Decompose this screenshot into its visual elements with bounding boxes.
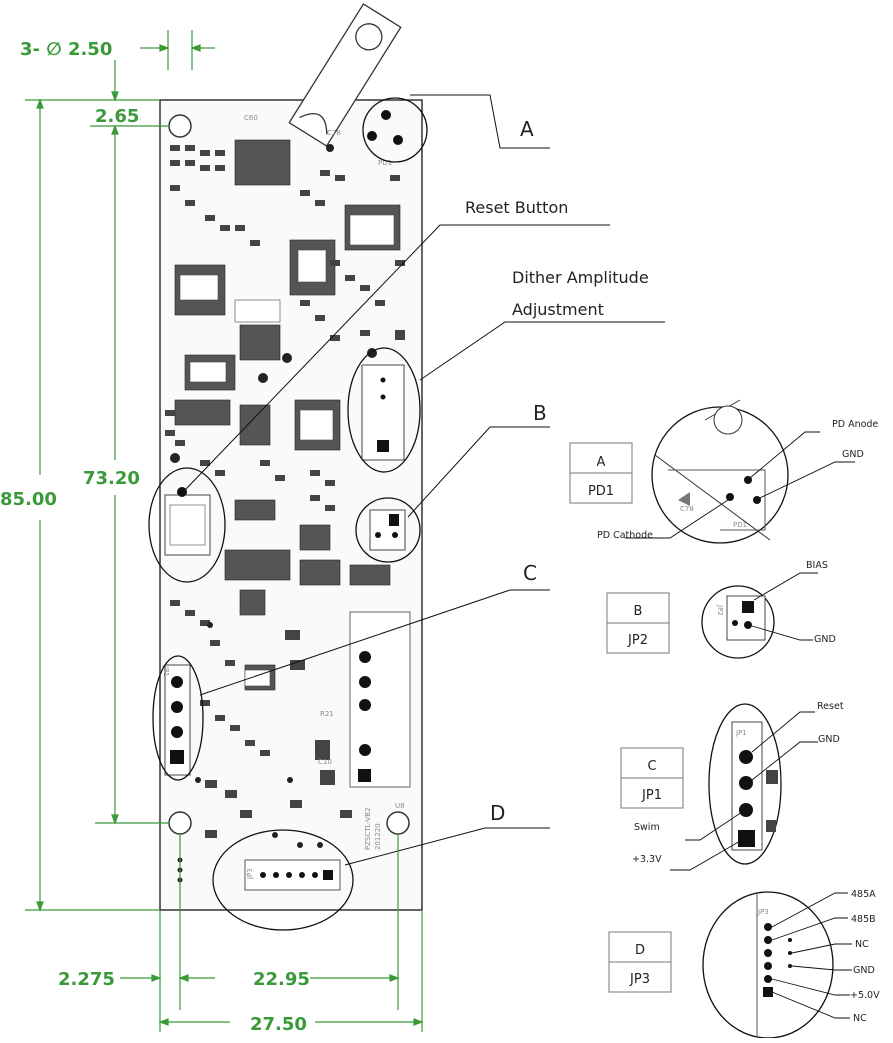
right-side-header [349, 611, 411, 788]
detail-b-pin-gnd: GND [814, 634, 836, 645]
detail-d: D JP3 JP3 485A 485B NC GND +5.0V NC [608, 889, 880, 1039]
dimension-lines [25, 30, 424, 1032]
detail-d-pin-485a: 485A [851, 889, 876, 900]
silk-jp3: JP3 [246, 868, 254, 880]
detail-c-pin-3v3: +3.3V [632, 854, 662, 865]
mounting-hole-bottom-right [386, 811, 410, 835]
detail-a-pin-anode: PD Anode [832, 419, 878, 430]
callout-dither-line2: Adjustment [512, 300, 604, 319]
silk-c60: C60 [244, 114, 258, 122]
detail-d-pin-5v: +5.0V [850, 990, 880, 1001]
callout-a: A [520, 117, 534, 141]
detail-a-pin-cathode: PD Cathode [597, 530, 653, 541]
ellipse-dither [347, 347, 421, 473]
ic-windows [179, 214, 395, 687]
dim-width-total: 27.50 [250, 1014, 307, 1035]
ellipse-c [152, 655, 204, 781]
passive-components [165, 145, 405, 838]
detail-a-pin-gnd: GND [842, 449, 864, 460]
detail-a-connector: PD1 [588, 484, 614, 499]
reset-button-part [164, 487, 211, 556]
detail-a-silk-pd1: PD1 [733, 521, 747, 529]
detail-c-pin-gnd: GND [818, 734, 840, 745]
detail-d-pin-nc-1: NC [855, 939, 869, 950]
silk-board-date: 201220 [374, 823, 382, 850]
silk-jp1: JP1 [162, 665, 170, 677]
callout-c: C [523, 561, 537, 585]
detail-d-silk-jp3: JP3 [757, 908, 769, 916]
dim-edge-offset: 2.275 [58, 969, 115, 990]
detail-a-circle [651, 406, 789, 544]
detail-b-connector: JP2 [627, 633, 648, 648]
detail-a-silk-c78: C78 [680, 505, 694, 513]
callout-b: B [533, 401, 547, 425]
detail-d-letter: D [635, 943, 645, 958]
callout-reset-button: Reset Button [465, 198, 568, 217]
detail-c-letter: C [647, 759, 656, 774]
silk-r21: R21 [320, 710, 334, 718]
detail-d-connector: JP3 [629, 972, 650, 987]
mounting-hole-bottom-left [168, 811, 192, 835]
callout-dither-line1: Dither Amplitude [512, 268, 649, 287]
dim-height-total: 85.00 [0, 489, 57, 510]
dim-hole-spacing-vertical: 73.20 [83, 468, 140, 489]
silk-u8: U8 [395, 802, 405, 810]
dim-hole-spacing-horizontal: 22.95 [253, 969, 310, 990]
detail-c-connector: JP1 [641, 788, 662, 803]
silk-c10: C10 [318, 758, 332, 766]
detail-b-pin-bias: BIAS [806, 560, 828, 571]
silk-board-name: PZSCTL-VB2 [364, 807, 372, 850]
dim-hole-offset: 2.65 [95, 106, 139, 127]
silk-pd1: PD1 [378, 159, 392, 167]
detail-a-letter: A [597, 455, 606, 470]
detail-a: A PD1 C78 PD1 PD Anode GND PD Cathode [569, 399, 878, 544]
jp1-header [164, 664, 191, 776]
ellipse-d [212, 829, 354, 931]
dim-hole-spec: 3- ∅ 2.50 [20, 39, 112, 60]
detail-b-silk-jp2: JP2 [716, 604, 724, 616]
detail-d-pin-485b: 485B [851, 914, 876, 925]
ellipse-b [355, 497, 421, 563]
photodiode-tab [288, 3, 402, 147]
detail-d-pin-nc-2: NC [853, 1013, 867, 1024]
ellipse-a [362, 97, 428, 163]
silk-c78: C78 [327, 129, 341, 137]
detail-b-letter: B [634, 604, 643, 619]
ellipse-reset [148, 467, 226, 583]
detail-d-pin-gnd: GND [853, 965, 875, 976]
detail-c-silk-jp1: JP1 [735, 729, 747, 737]
jp2-connector [369, 509, 406, 551]
mounting-hole-top [168, 114, 192, 138]
detail-c-pin-swim: Swim [634, 822, 660, 833]
dither-potentiometer [361, 364, 405, 461]
detail-c-pin-reset: Reset [817, 701, 844, 712]
jp3-connector [244, 859, 341, 891]
callout-ellipses [148, 97, 428, 931]
detail-c: C JP1 JP1 Reset GND Swim +3.3V [620, 701, 844, 871]
pcb-board: PD1 C60 C78 U8 R21 C10 JP1 JP3 PZSCTL-VB… [159, 3, 423, 911]
callout-d: D [490, 801, 505, 825]
pd1-pins [367, 110, 403, 145]
leader-lines [184, 94, 665, 866]
detail-b: B JP2 JP2 BIAS GND [606, 560, 836, 659]
